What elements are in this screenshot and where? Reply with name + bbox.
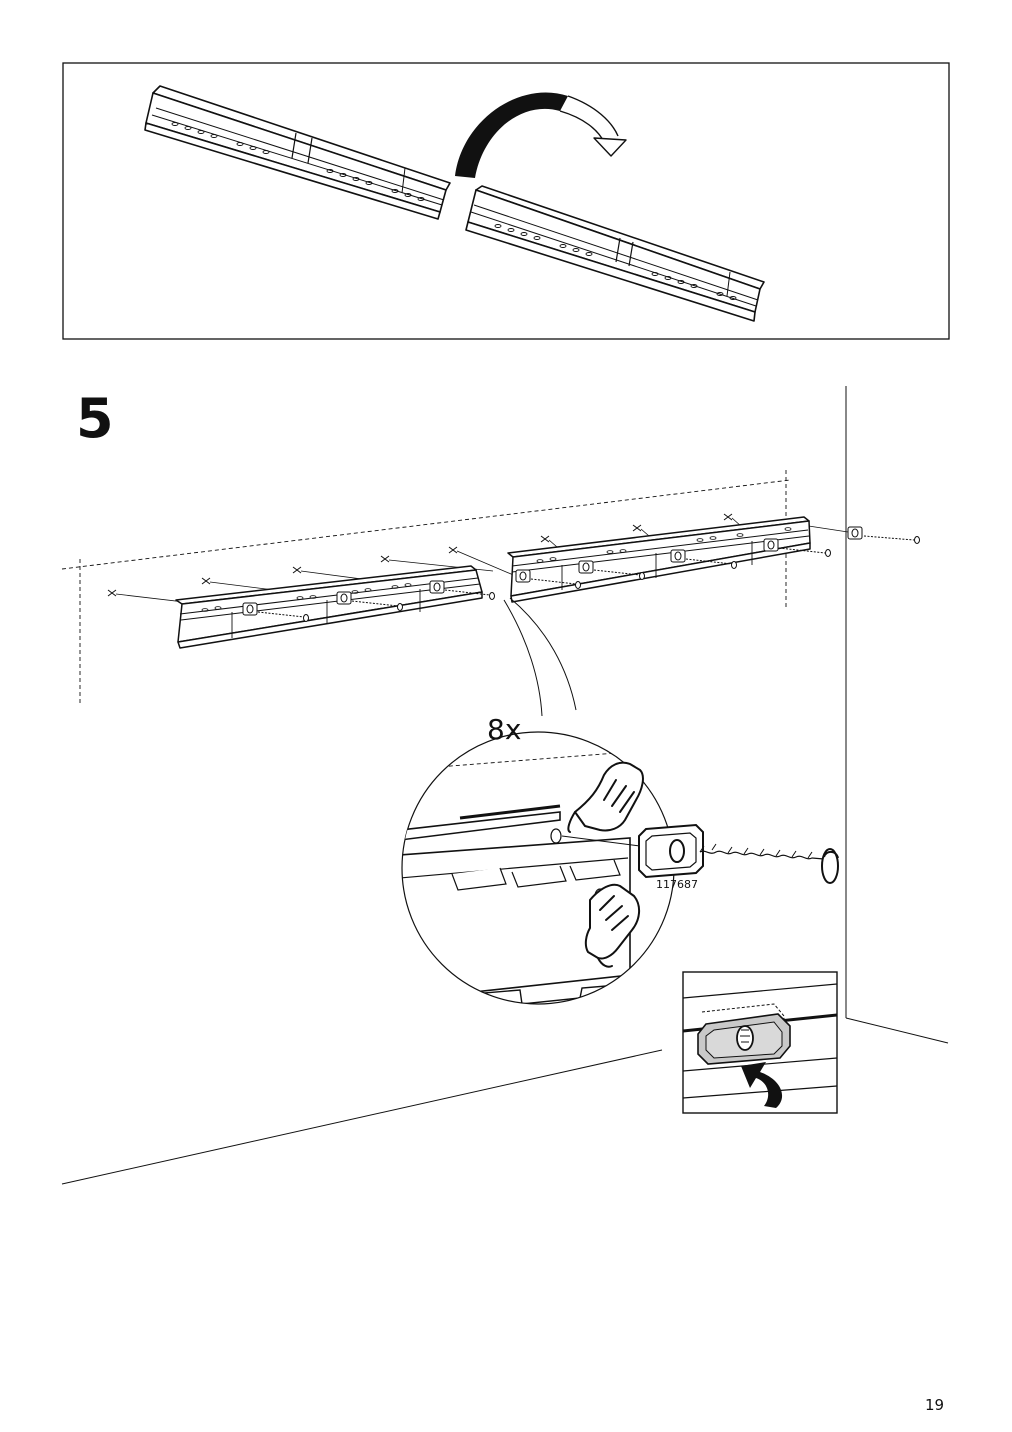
rail-right [465,185,765,322]
screw-icon [699,843,839,884]
wall-rail-left [175,565,483,649]
page-number: 19 [925,1396,945,1414]
quantity-label: 8x [487,713,522,746]
top-panel [62,62,950,340]
push-up-arrow-icon [741,1062,783,1108]
detail-inset [682,971,838,1114]
rail-left [144,85,451,220]
nut-icon [638,823,704,879]
pointing-hand-icon [584,883,640,968]
drill-marks [107,513,733,597]
step-number: 5 [76,387,114,450]
wall-rail-right [507,516,811,603]
pointing-hand-icon [567,761,644,833]
part-number: 117687 [656,878,698,891]
rotate-arrow-icon [455,92,627,178]
detail-callout [401,731,839,1005]
rail-fixings [242,526,920,622]
wall-scene [61,386,949,1185]
